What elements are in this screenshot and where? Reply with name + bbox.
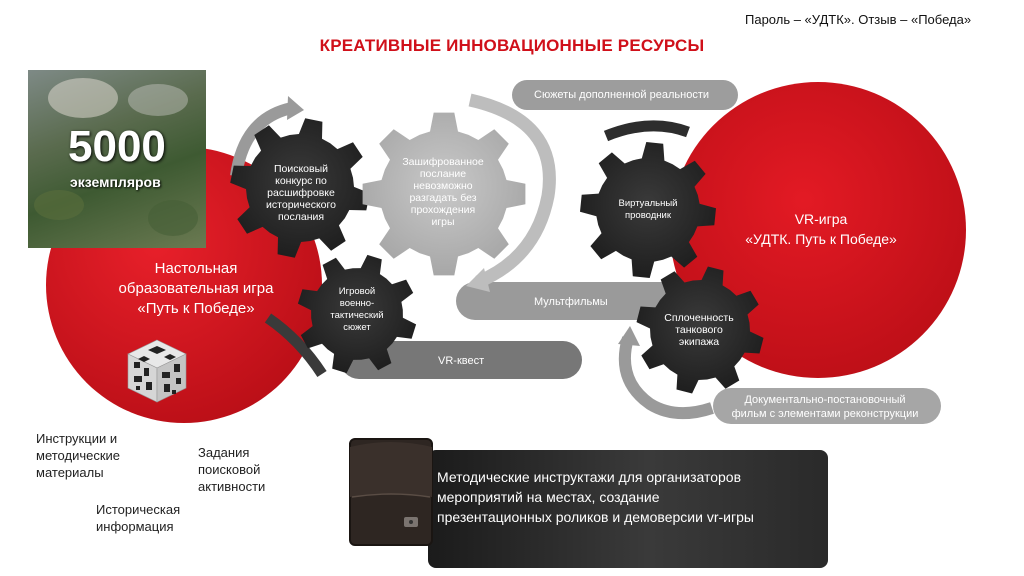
arrow-left-bottom: [264, 313, 327, 378]
gears-layer: [230, 112, 764, 394]
pill-ar-label: Сюжеты дополненной реальности: [534, 89, 710, 101]
password-note: Пароль – «УДТК». Отзыв – «Победа»: [745, 12, 972, 27]
pill-documentary-label: Документально-постановочный фильм с элем…: [731, 394, 919, 420]
arrow-right-bottom: [618, 336, 714, 420]
qr-cube-icon: [127, 339, 187, 403]
methodical-panel: [428, 450, 828, 568]
board-game-label: Настольная образовательная игра «Путь к …: [118, 260, 274, 317]
arrow-right-bottom-head: [618, 326, 640, 346]
methodical-text: Методические инструктажи для организатор…: [437, 469, 754, 525]
pill-cartoons-shape: [456, 282, 686, 320]
pill-vr-quest-shape: [340, 341, 582, 379]
gear-tank-crew: [636, 266, 764, 394]
print-run-unit: экземпляров: [70, 174, 161, 190]
pill-ar-shape: [512, 80, 738, 110]
page-title: КРЕАТИВНЫЕ ИННОВАЦИОННЫЕ РЕСУРСЫ: [319, 36, 705, 55]
gear-encrypted: [362, 112, 526, 276]
pill-cartoons-label: Мультфильмы: [534, 296, 608, 308]
arrow-top-left: [230, 102, 294, 177]
arrow-top-left-head: [287, 96, 304, 120]
vr-game-label: VR-игра «УДТК. Путь к Победе»: [745, 211, 897, 247]
arrow-encrypted: [468, 93, 556, 289]
gear-search-contest: [230, 118, 370, 258]
gear-virtual-guide: [580, 142, 716, 278]
gear-military-game: [297, 254, 417, 374]
pill-vr-quest-label: VR-квест: [438, 355, 485, 367]
arrow-right-top: [603, 120, 690, 142]
print-run-count: 5000: [68, 122, 166, 171]
field-bag-icon: [349, 438, 433, 546]
arrow-encrypted-head: [466, 268, 490, 292]
pill-documentary-shape: [713, 388, 941, 424]
battle-photo: 5000 экземпляров: [28, 70, 206, 248]
